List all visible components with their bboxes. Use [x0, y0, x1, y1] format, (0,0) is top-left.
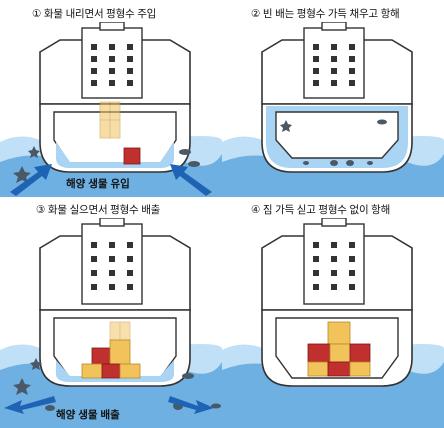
caption-panel-4: ④ 짐 가득 싣고 평형수 없이 항해 [251, 204, 391, 216]
caption-panel-3: ③ 화물 실으면서 평형수 배출 [36, 204, 161, 216]
marine-life-3 [13, 358, 221, 411]
panel-1-unloading: 해양 생물 유입 [0, 22, 222, 197]
ship-1 [39, 22, 191, 173]
containers-unloading [99, 101, 121, 139]
inflow-label: 해양 생물 유입 [66, 177, 130, 190]
containers-loading [81, 321, 141, 379]
panel-3-illustration: 해양 생물 배출 [0, 218, 222, 428]
panel-3-loading: 해양 생물 배출 [0, 218, 222, 428]
outflow-arrows [4, 396, 214, 414]
inflow-arrows [10, 164, 212, 196]
panel-2-illustration [222, 22, 444, 197]
panel-4-illustration [222, 218, 444, 428]
caption-panel-2: ② 빈 배는 평형수 가득 채우고 항해 [251, 8, 400, 20]
marine-life-1 [13, 146, 200, 183]
outflow-label: 해양 생물 배출 [56, 408, 120, 421]
panel-1-illustration: 해양 생물 유입 [0, 22, 222, 197]
red-container [123, 147, 141, 165]
containers-full [307, 321, 371, 377]
ship-2 [261, 22, 413, 173]
ship-4 [261, 218, 413, 387]
caption-panel-1: ① 화물 내리면서 평형수 주입 [32, 8, 157, 20]
ship-3 [39, 218, 191, 387]
panel-4-full-voyage [222, 218, 444, 428]
panel-2-empty-voyage [222, 22, 444, 197]
